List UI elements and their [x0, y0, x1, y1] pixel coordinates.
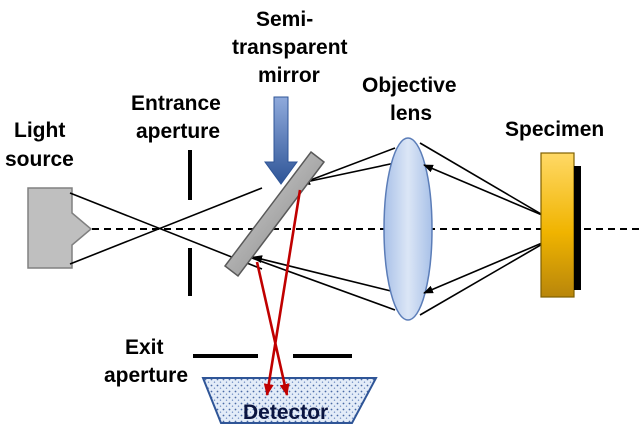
label-entrance-2: aperture [136, 120, 220, 143]
specimen-sample [540, 152, 575, 298]
label-objective-1: Objective [362, 74, 457, 97]
label-mirror-1: Semi- [256, 8, 313, 31]
ray-return-bottom [252, 255, 396, 293]
source-ray-upper [69, 192, 263, 270]
light-source-housing-icon [27, 187, 93, 269]
semi-transparent-mirror [223, 150, 326, 278]
label-light-source-1: Light [14, 119, 65, 142]
label-light-source-2: source [5, 148, 74, 171]
label-exit-2: aperture [104, 364, 188, 387]
ray-mirror-to-lens-top [299, 147, 396, 185]
label-exit-1: Exit [125, 336, 164, 359]
down-arrow-icon [264, 96, 298, 185]
detector-block [201, 377, 378, 424]
label-objective-2: lens [390, 102, 432, 125]
red-beam-1 [263, 189, 302, 396]
label-entrance-1: Entrance [131, 92, 221, 115]
label-mirror-2: transparent [232, 36, 348, 59]
label-mirror-3: mirror [258, 64, 320, 87]
ray-mirror-to-lens-bottom [251, 257, 396, 311]
label-detector: Detector [243, 401, 328, 424]
specimen-backing [574, 166, 581, 290]
red-beam-2 [255, 261, 290, 396]
source-ray-lower [69, 187, 263, 265]
objective-lens [383, 137, 433, 321]
label-specimen: Specimen [505, 118, 604, 141]
ray-return-top [300, 162, 396, 186]
